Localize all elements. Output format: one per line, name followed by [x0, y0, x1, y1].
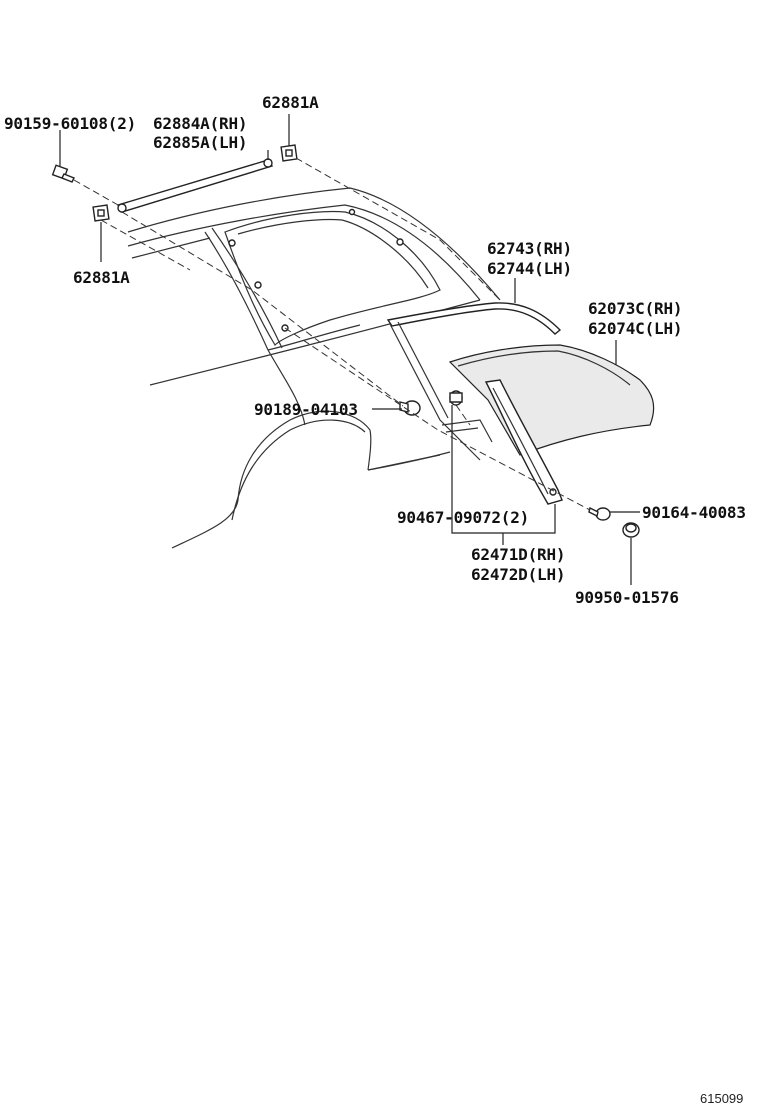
label-62885a: 62885A(LH): [153, 133, 247, 152]
clip-nut-62881a-top: [280, 144, 298, 162]
leader-lines: [59, 114, 640, 585]
label-62743: 62743(RH): [487, 239, 572, 258]
clip-90189: [399, 400, 421, 416]
label-62881a-top: 62881A: [262, 93, 319, 112]
label-62744: 62744(LH): [487, 259, 572, 278]
label-62471d: 62471D(RH): [471, 545, 565, 564]
plug-90950: [622, 522, 640, 538]
label-62472d: 62472D(LH): [471, 565, 565, 584]
vehicle-body-outline: [127, 187, 501, 549]
stay-rod-62884a: [116, 158, 274, 213]
label-62074c: 62074C(LH): [588, 319, 682, 338]
label-90159-60108: 90159-60108(2): [4, 114, 136, 133]
label-62884a: 62884A(RH): [153, 114, 247, 133]
label-62073c: 62073C(RH): [588, 299, 682, 318]
glass-run-lower: [441, 419, 493, 443]
part-labels: 62881A 90159-60108(2) 62884A(RH) 62885A(…: [4, 93, 746, 607]
figure-number: 615099: [700, 1091, 743, 1106]
quarter-glass-62073c: [448, 344, 655, 456]
label-62881a-bottom: 62881A: [73, 268, 130, 287]
label-90164-40083: 90164-40083: [642, 503, 746, 522]
clip-90467: [449, 390, 463, 406]
weatherstrip-62743: [386, 302, 562, 461]
label-90189-04103: 90189-04103: [254, 400, 358, 419]
label-90467-09072: 90467-09072(2): [397, 508, 529, 527]
label-90950-01576: 90950-01576: [575, 588, 679, 607]
clip-nut-62881a-bottom: [92, 204, 110, 222]
screw-90164: [588, 506, 611, 521]
assembly-lines: [73, 157, 591, 511]
screw-90159: [51, 164, 75, 183]
moulding-62471d: [484, 379, 563, 505]
